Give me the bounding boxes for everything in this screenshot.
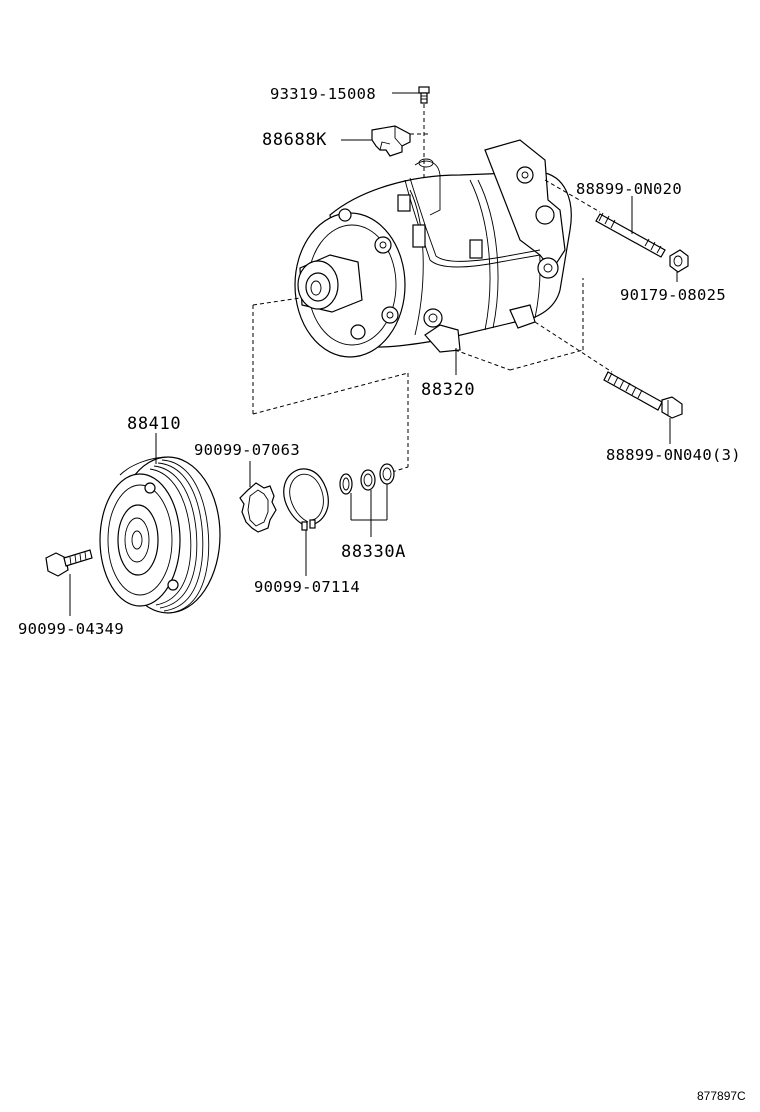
guide-line	[391, 466, 409, 473]
guide-line	[252, 297, 301, 306]
label-90179-08025: 90179-08025	[620, 286, 726, 304]
label-88320: 88320	[421, 380, 475, 400]
guide-line	[454, 349, 511, 371]
label-88899-0n040: 88899-0N040(3)	[606, 446, 741, 464]
guide-line	[509, 349, 584, 371]
label-88330a: 88330A	[341, 542, 406, 562]
label-88688k: 88688K	[262, 130, 327, 150]
bracket-part	[371, 125, 411, 157]
guide-line	[544, 179, 601, 213]
shims-part	[339, 463, 395, 495]
mount-bolt-part	[603, 371, 683, 419]
snap-ring-inner-part	[239, 482, 277, 533]
label-88410: 88410	[127, 414, 181, 434]
label-90099-07063: 90099-07063	[194, 441, 300, 459]
label-88899-0n020: 88899-0N020	[576, 180, 682, 198]
pulley-bolt-part	[45, 549, 93, 577]
nut-part	[669, 249, 689, 273]
compressor-part	[294, 139, 572, 358]
top-bolt-part	[418, 86, 430, 104]
stud-bolt-part	[595, 212, 666, 258]
label-93319-15008: 93319-15008	[270, 85, 376, 103]
label-90099-04349: 90099-04349	[18, 620, 124, 638]
label-90099-07114: 90099-07114	[254, 578, 360, 596]
guide-line	[534, 321, 613, 373]
guide-line	[252, 372, 409, 415]
drawing-id: 877897C	[697, 1089, 746, 1103]
clutch-pulley-part	[99, 456, 221, 614]
snap-ring-outer-part	[283, 468, 329, 531]
